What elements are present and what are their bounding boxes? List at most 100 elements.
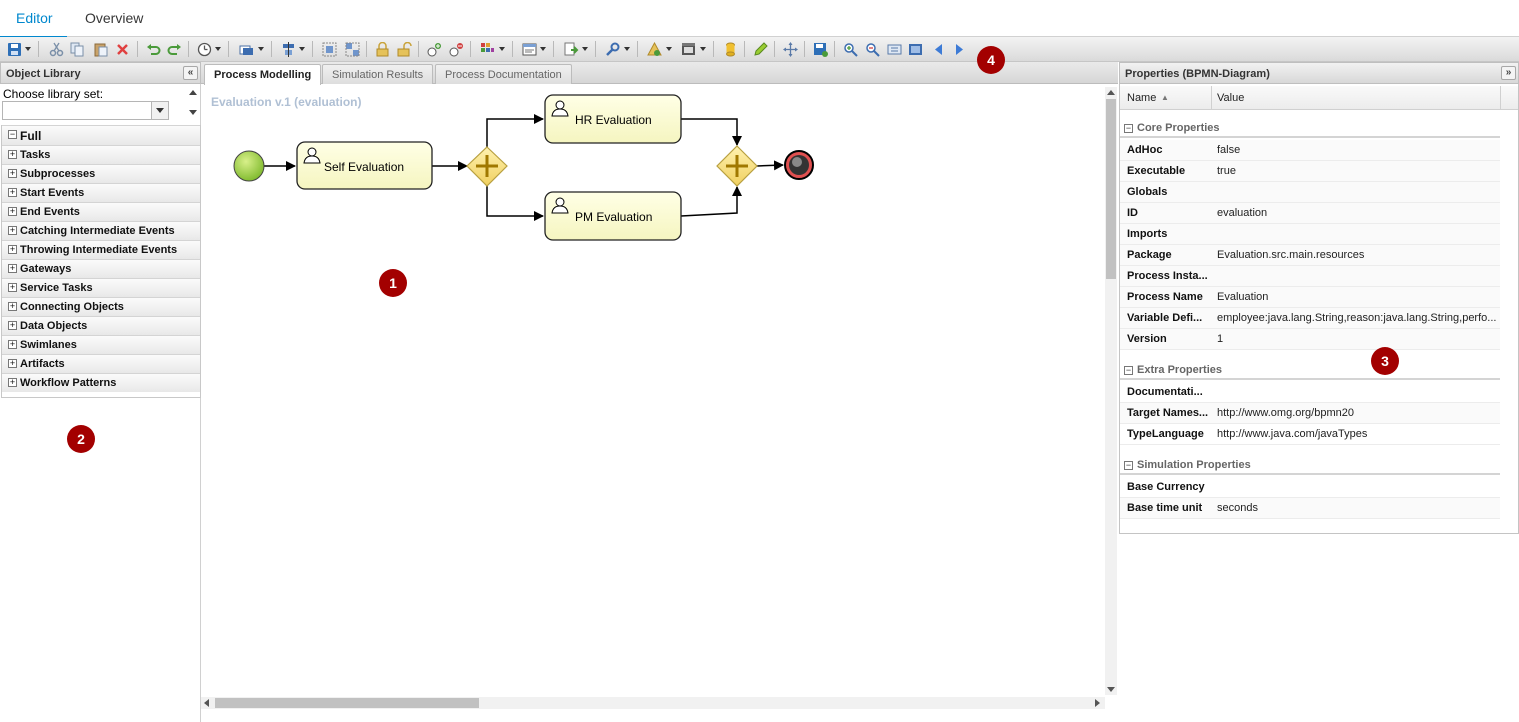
property-row[interactable]: Imports bbox=[1120, 224, 1500, 245]
scroll-up-icon[interactable] bbox=[189, 90, 197, 95]
property-row[interactable]: Globals bbox=[1120, 182, 1500, 203]
horizontal-scroll-thumb[interactable] bbox=[215, 698, 479, 708]
library-group-item[interactable]: −Full bbox=[2, 125, 200, 145]
fit-icon[interactable] bbox=[886, 41, 902, 57]
property-value[interactable]: Evaluation bbox=[1217, 291, 1269, 303]
library-group-item[interactable]: +Workflow Patterns bbox=[2, 373, 200, 392]
tab-overview[interactable]: Overview bbox=[85, 10, 144, 26]
zoom-out-icon[interactable] bbox=[864, 41, 880, 57]
redo-icon[interactable] bbox=[166, 41, 182, 57]
expand-icon[interactable]: + bbox=[8, 282, 17, 292]
move-icon[interactable] bbox=[782, 41, 798, 57]
flow-split-pm[interactable] bbox=[486, 186, 544, 221]
back-icon[interactable] bbox=[930, 41, 946, 57]
start-event[interactable] bbox=[233, 150, 265, 182]
collapse-icon[interactable]: − bbox=[1124, 123, 1133, 133]
expand-icon[interactable]: + bbox=[8, 263, 17, 273]
vertical-scroll-thumb[interactable] bbox=[1106, 99, 1116, 279]
library-group-item[interactable]: +Service Tasks bbox=[2, 278, 200, 297]
property-row[interactable]: Documentati... bbox=[1120, 382, 1500, 403]
property-row[interactable]: Process Insta... bbox=[1120, 266, 1500, 287]
film-dropdown-icon[interactable] bbox=[700, 47, 706, 51]
end-event[interactable] bbox=[784, 150, 814, 180]
collapse-right-icon[interactable]: » bbox=[1501, 66, 1516, 80]
warning-icon[interactable] bbox=[646, 41, 662, 57]
property-group-core[interactable]: −Core Properties bbox=[1120, 116, 1500, 138]
shape-icon[interactable] bbox=[238, 41, 254, 57]
fullscreen-icon[interactable] bbox=[907, 41, 923, 57]
shape-dropdown-icon[interactable] bbox=[258, 47, 264, 51]
warning-dropdown-icon[interactable] bbox=[666, 47, 672, 51]
property-value[interactable]: http://www.omg.org/bpmn20 bbox=[1217, 407, 1354, 419]
process-canvas[interactable]: Evaluation v.1 (evaluation) bbox=[201, 85, 1118, 722]
ungroup-icon[interactable] bbox=[344, 41, 360, 57]
tab-editor[interactable]: Editor bbox=[0, 10, 67, 38]
expand-icon[interactable]: + bbox=[8, 187, 17, 197]
scroll-left-icon[interactable] bbox=[204, 699, 209, 707]
property-group-simulation[interactable]: −Simulation Properties bbox=[1120, 453, 1500, 475]
property-value[interactable]: evaluation bbox=[1217, 207, 1268, 219]
property-value[interactable]: 1 bbox=[1217, 333, 1224, 345]
property-value[interactable]: employee:java.lang.String,reason:java.la… bbox=[1217, 312, 1497, 324]
property-value[interactable]: http://www.java.com/javaTypes bbox=[1217, 428, 1368, 440]
collapse-left-icon[interactable]: « bbox=[183, 66, 198, 80]
flow-split-hr[interactable] bbox=[486, 114, 544, 147]
parallel-gateway-split[interactable] bbox=[466, 146, 508, 187]
property-group-extra[interactable]: −Extra Properties bbox=[1120, 358, 1500, 380]
delete-icon[interactable] bbox=[114, 41, 130, 57]
property-row[interactable]: Variable Defi...employee:java.lang.Strin… bbox=[1120, 308, 1500, 329]
pencil-icon[interactable] bbox=[752, 41, 768, 57]
task-hr-evaluation[interactable] bbox=[544, 94, 682, 144]
collapse-icon[interactable]: − bbox=[8, 129, 17, 139]
expand-icon[interactable]: + bbox=[8, 301, 17, 311]
column-name-header[interactable]: Name bbox=[1127, 92, 1157, 104]
copy-icon[interactable] bbox=[69, 41, 85, 57]
library-group-item[interactable]: +Artifacts bbox=[2, 354, 200, 373]
flow-pm-join[interactable] bbox=[680, 186, 742, 217]
add-node-icon[interactable] bbox=[426, 41, 442, 57]
expand-icon[interactable]: + bbox=[8, 168, 17, 178]
undo-icon[interactable] bbox=[145, 41, 161, 57]
scroll-down-icon[interactable] bbox=[189, 110, 197, 115]
library-group-item[interactable]: +Tasks bbox=[2, 145, 200, 164]
expand-icon[interactable]: + bbox=[8, 244, 17, 254]
unlock-icon[interactable] bbox=[396, 41, 412, 57]
tab-process-modelling[interactable]: Process Modelling bbox=[204, 64, 322, 85]
flow-join-end[interactable] bbox=[756, 160, 784, 171]
save-dropdown-icon[interactable] bbox=[25, 47, 31, 51]
expand-icon[interactable]: + bbox=[8, 149, 17, 159]
collapse-icon[interactable]: − bbox=[1124, 365, 1133, 375]
task-self-evaluation[interactable] bbox=[296, 141, 433, 190]
tab-simulation-results[interactable]: Simulation Results bbox=[322, 64, 434, 84]
expand-icon[interactable]: + bbox=[8, 225, 17, 235]
export-dropdown-icon[interactable] bbox=[582, 47, 588, 51]
flow-hr-join[interactable] bbox=[681, 118, 742, 146]
library-group-item[interactable]: +Throwing Intermediate Events bbox=[2, 240, 200, 259]
collapse-icon[interactable]: − bbox=[1124, 460, 1133, 470]
canvas-horizontal-scrollbar[interactable] bbox=[201, 697, 1105, 709]
paste-icon[interactable] bbox=[92, 41, 108, 57]
lock-icon[interactable] bbox=[374, 41, 390, 57]
align-dropdown-icon[interactable] bbox=[299, 47, 305, 51]
canvas-vertical-scrollbar[interactable] bbox=[1105, 87, 1117, 695]
zoom-in-icon[interactable] bbox=[842, 41, 858, 57]
cut-icon[interactable] bbox=[48, 41, 64, 57]
group-icon[interactable] bbox=[321, 41, 337, 57]
library-group-item[interactable]: +Gateways bbox=[2, 259, 200, 278]
property-value[interactable]: Evaluation.src.main.resources bbox=[1217, 249, 1365, 261]
library-group-item[interactable]: +Start Events bbox=[2, 183, 200, 202]
export-icon[interactable] bbox=[563, 41, 579, 57]
tab-process-documentation[interactable]: Process Documentation bbox=[435, 64, 572, 84]
library-set-select[interactable] bbox=[2, 101, 169, 120]
view-icon[interactable] bbox=[521, 41, 537, 57]
view-dropdown-icon[interactable] bbox=[540, 47, 546, 51]
property-value[interactable]: seconds bbox=[1217, 502, 1258, 514]
library-group-item[interactable]: +Subprocesses bbox=[2, 164, 200, 183]
scroll-down-icon[interactable] bbox=[1107, 687, 1115, 692]
library-group-item[interactable]: +Connecting Objects bbox=[2, 297, 200, 316]
